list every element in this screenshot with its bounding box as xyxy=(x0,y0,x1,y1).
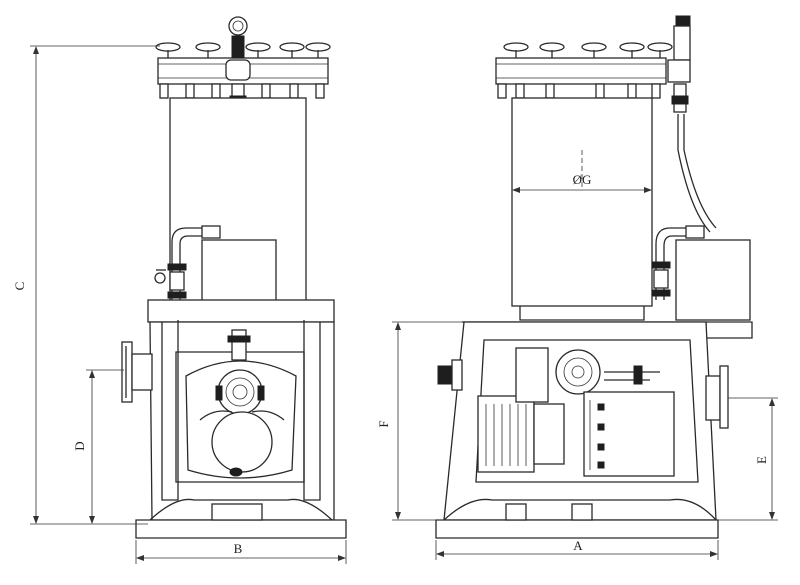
dim-label-c: C xyxy=(12,282,27,291)
dim-label-b: B xyxy=(234,541,243,556)
dim-label-g: ØG xyxy=(573,172,592,187)
side-motor-box xyxy=(201,239,277,303)
side-view xyxy=(121,16,347,539)
dimension-lines xyxy=(30,45,778,564)
front-handwheels xyxy=(503,42,673,58)
dim-label-a: A xyxy=(573,538,583,553)
dim-label-d: D xyxy=(72,441,87,450)
dim-label-f: F xyxy=(376,420,391,427)
lifting-eye xyxy=(228,16,248,36)
front-vessel xyxy=(511,97,653,307)
front-view xyxy=(435,15,753,539)
front-flange-bolts xyxy=(497,83,661,99)
dim-label-e: E xyxy=(754,456,769,464)
side-handwheels xyxy=(155,42,331,58)
dimension-labels: C D B A F E ØG xyxy=(12,172,769,556)
